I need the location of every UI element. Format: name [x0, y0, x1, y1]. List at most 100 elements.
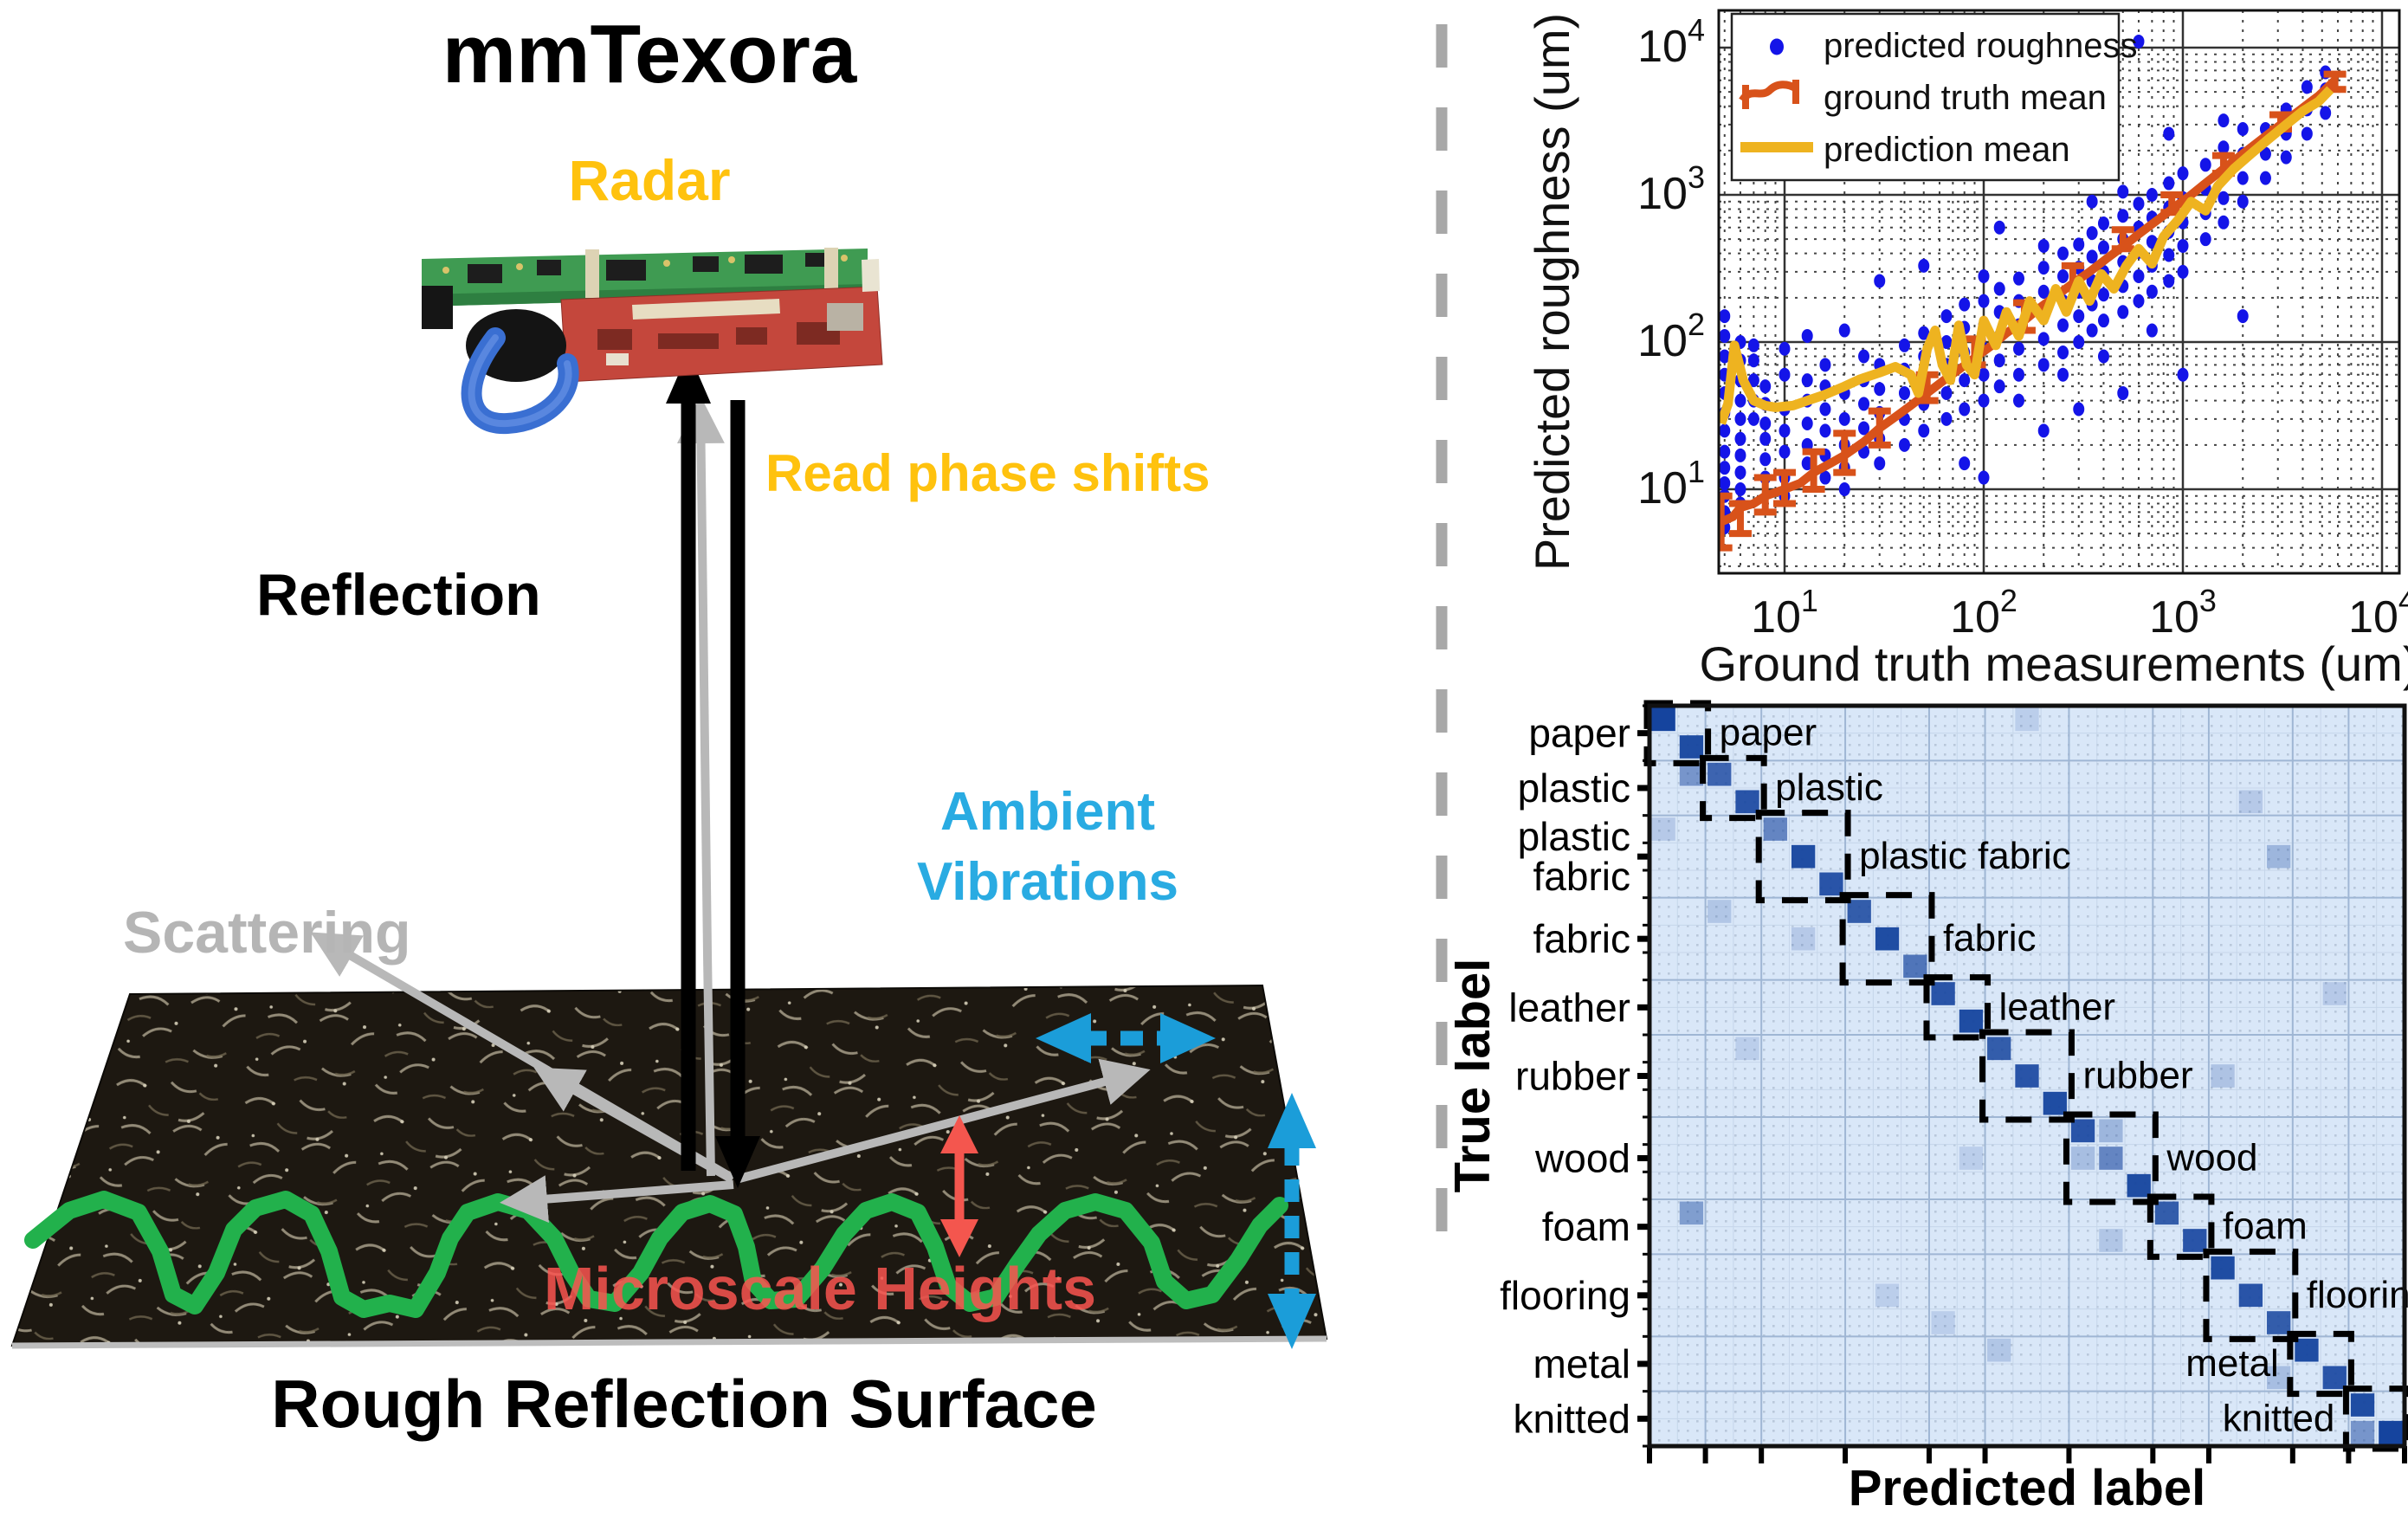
true-label-tick-text: wood [1534, 1136, 1630, 1181]
system-diagram [10, 24, 1448, 1349]
data-point [1838, 411, 1850, 426]
data-point [2133, 34, 2145, 48]
data-point [1801, 373, 1813, 388]
group-box [1923, 974, 1992, 1041]
diagonal-cell [1847, 900, 1871, 923]
data-point [2177, 264, 2189, 279]
data-point [2218, 140, 2230, 155]
data-point [2073, 237, 2085, 252]
data-point [1918, 258, 1930, 273]
prediction-mean-line [1719, 86, 2334, 425]
data-point [1959, 373, 1971, 388]
data-point [1940, 309, 1953, 324]
group-box [1700, 754, 1767, 822]
data-point [1918, 326, 1930, 340]
data-point [2037, 332, 2050, 346]
microscale-height-arrow [940, 1115, 978, 1257]
data-point [1719, 309, 1731, 324]
data-point [2057, 246, 2069, 261]
group-label: wood [2166, 1137, 2257, 1179]
off-diagonal-cell [2211, 1064, 2235, 1088]
off-diagonal-cell [2099, 1229, 2123, 1252]
true-label-tick-text: plastic [1518, 814, 1630, 859]
data-point [1819, 402, 1831, 417]
off-diagonal-cell [2267, 844, 2291, 869]
data-point [2146, 284, 2158, 299]
group-label: foam [2223, 1205, 2308, 1248]
off-diagonal-cell [1679, 1201, 1704, 1225]
radar-beam-arrows [666, 352, 760, 1188]
cm-y-axis-label: True label [1455, 959, 1501, 1193]
y-tick-label: 104 [1637, 12, 1705, 72]
data-point [2146, 323, 2158, 338]
data-point [1993, 353, 2005, 368]
data-point [2237, 171, 2249, 185]
true-label-tick-text: paper [1528, 711, 1630, 756]
off-diagonal-cell [2350, 1420, 2375, 1444]
data-point [2117, 305, 2129, 320]
group-box [1755, 810, 1851, 904]
data-point [2097, 240, 2109, 255]
scattering-label: Scattering [123, 900, 411, 966]
radar-label: Radar [568, 148, 731, 212]
diagonal-cell [2295, 1338, 2319, 1362]
off-diagonal-cell [1651, 817, 1675, 841]
data-point [1747, 338, 1759, 352]
diagonal-cell [2350, 1393, 2375, 1417]
data-point [2013, 393, 2025, 408]
data-point [1858, 349, 1870, 364]
group-box [1979, 1029, 2075, 1123]
data-point [1734, 393, 1746, 408]
data-point [2237, 121, 2249, 136]
x-tick-label: 102 [1950, 583, 2017, 643]
data-point [2163, 126, 2175, 141]
data-point [1719, 328, 1731, 343]
data-point [2199, 232, 2211, 247]
data-point [2037, 358, 2050, 372]
group-label: plastic [1775, 766, 1883, 809]
data-point [2086, 194, 2098, 209]
diagonal-cell [2099, 1147, 2123, 1170]
x-tick-label: 101 [1751, 583, 1818, 643]
data-point [1779, 367, 1791, 382]
diagonal-cell [2379, 1420, 2403, 1444]
data-point [1719, 444, 1731, 459]
off-diagonal-cell [2070, 1147, 2095, 1170]
group-label: leather [1999, 985, 2116, 1028]
data-point [2013, 367, 2025, 382]
y-tick-label: 103 [1637, 159, 1705, 219]
data-point [2086, 249, 2098, 264]
diagonal-cell [1959, 1009, 1984, 1033]
data-point [2301, 80, 2313, 94]
group-box [2287, 1330, 2354, 1398]
predicted-label-ticks [1647, 1446, 2407, 1463]
off-diagonal-cell [1735, 1037, 1759, 1061]
data-point [1898, 437, 1910, 452]
diagonal-cell [2070, 1119, 2095, 1143]
data-point [1940, 411, 1953, 426]
off-diagonal-cell [2267, 1366, 2291, 1390]
data-point [1779, 341, 1791, 356]
data-point [2057, 318, 2069, 333]
off-diagonal-cell [1875, 1283, 1900, 1308]
matrix-cells [1651, 707, 2403, 1444]
diagonal-cell [2322, 1366, 2347, 1390]
off-diagonal-cell [1791, 927, 1816, 951]
data-point [2218, 113, 2230, 128]
data-point [2218, 215, 2230, 229]
group-label: plastic fabric [1859, 835, 2071, 877]
data-point [2237, 194, 2249, 209]
diagonal-cell [1931, 982, 1955, 1005]
true-label-tick-text: flooring [1500, 1273, 1630, 1318]
data-point [2073, 402, 2085, 417]
group-label: paper [1720, 712, 1817, 754]
data-point [1819, 470, 1831, 485]
reflection-arrowhead [666, 352, 711, 404]
data-point [1993, 379, 2005, 394]
data-point [1734, 448, 1746, 462]
data-point [2280, 150, 2292, 165]
diagonal-cell [1651, 707, 1675, 732]
group-boxes [1643, 700, 2408, 1452]
y-tick-label: 101 [1637, 454, 1705, 514]
